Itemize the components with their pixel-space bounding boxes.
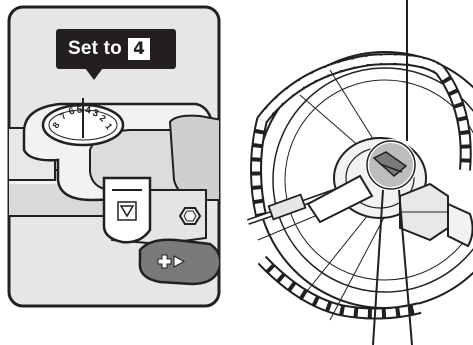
set-to-callout: Set to 4	[56, 29, 176, 69]
hex-bolt-icon	[180, 208, 200, 224]
hub-illustration	[248, 0, 473, 345]
callout-label: Set to	[68, 29, 122, 69]
callout-pointer	[85, 68, 103, 80]
gear-number-badge: 4	[128, 38, 150, 60]
trigger-lever	[104, 178, 150, 242]
